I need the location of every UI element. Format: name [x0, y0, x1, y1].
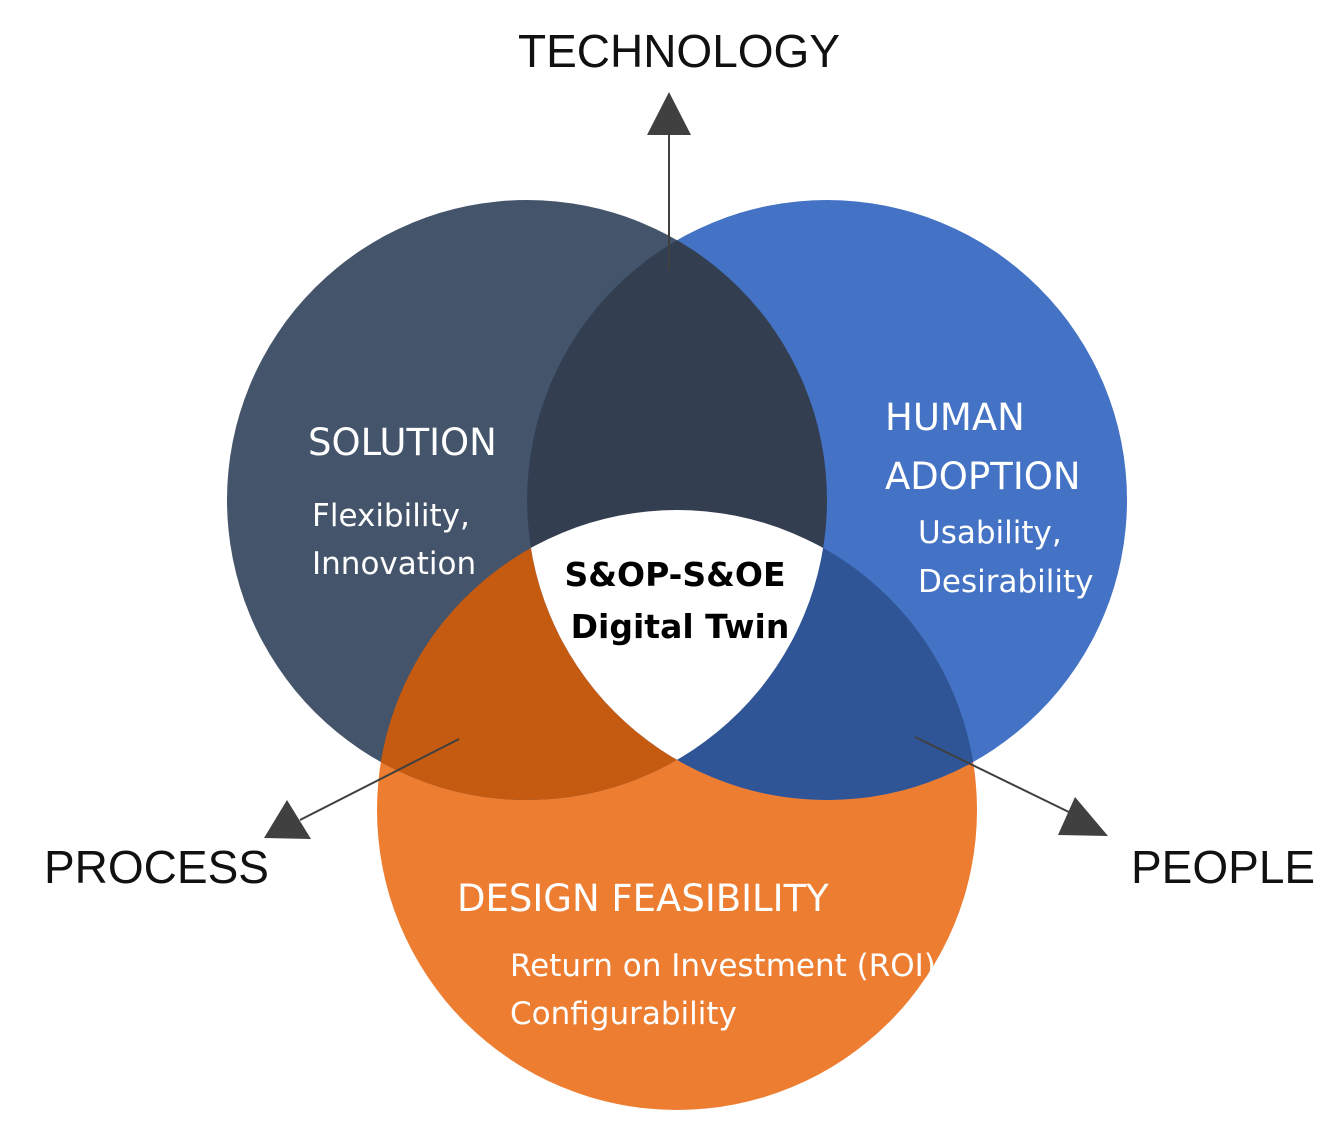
axis-label-technology: TECHNOLOGY [518, 25, 840, 77]
design-feasibility-line: Return on Investment (ROI), [510, 948, 946, 984]
human-adoption-title: ADOPTION [885, 455, 1081, 498]
design-feasibility-title: DESIGN FEASIBILITY [457, 877, 829, 920]
human-design-overlap [527, 510, 977, 800]
design-feasibility-line: Configurability [510, 996, 737, 1032]
human-adoption-line: Desirability [918, 564, 1093, 600]
arrow-head-icon [647, 92, 691, 135]
solution-line: Flexibility, [312, 498, 470, 534]
solution-line: Innovation [312, 546, 476, 582]
axis-label-process: PROCESS [44, 841, 269, 893]
center-title: S&OP-S&OE [564, 555, 785, 594]
center-title: Digital Twin [571, 607, 790, 646]
solution-design-overlap [377, 510, 827, 800]
process-arrow [264, 738, 460, 839]
people-arrow [914, 736, 1108, 836]
human-adoption-title: HUMAN [885, 396, 1025, 439]
arrow-head-icon [264, 800, 311, 839]
arrow-head-icon [1058, 797, 1108, 836]
solution-title: SOLUTION [308, 421, 497, 464]
human-adoption-line: Usability, [918, 515, 1062, 551]
technology-arrow [647, 92, 691, 270]
axis-label-people: PEOPLE [1131, 841, 1315, 893]
